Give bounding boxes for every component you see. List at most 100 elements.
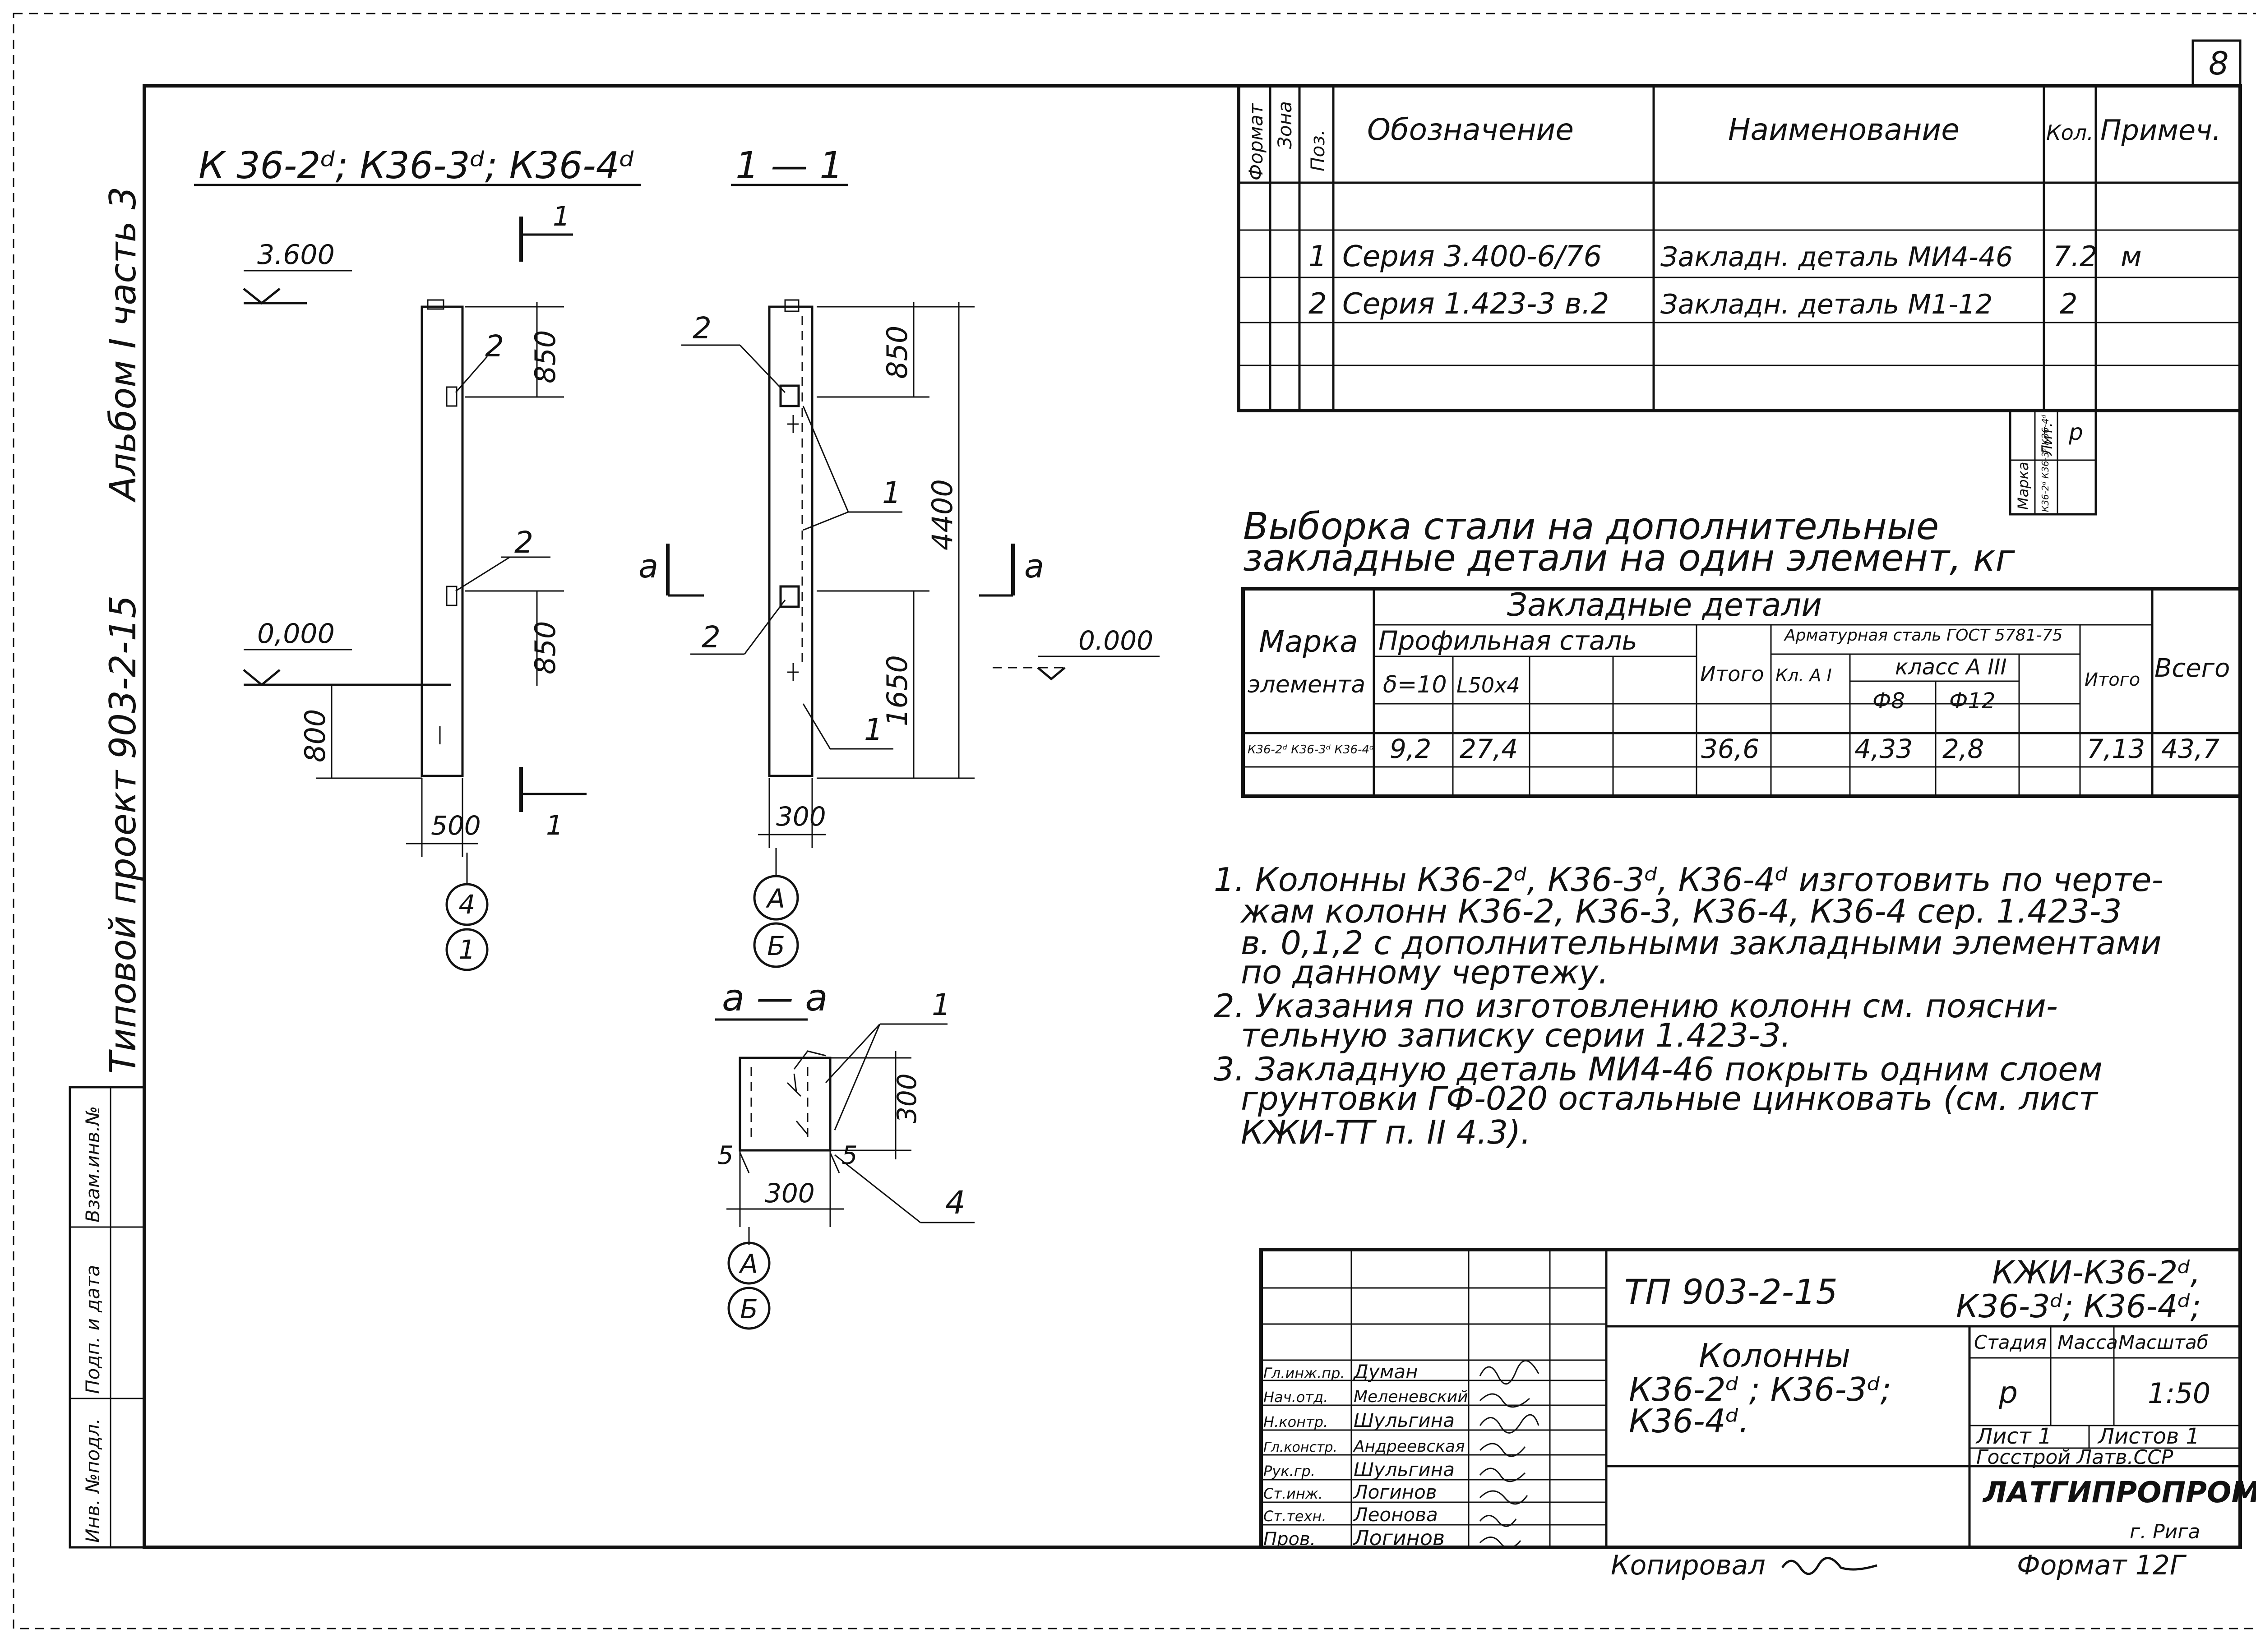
person-4: Андреевская — [1353, 1437, 1465, 1456]
stamp-col-repl: Взам.инв.№ — [82, 1106, 104, 1223]
section-a-a: а — а 1 300 300 5 5 4 А Б — [715, 977, 975, 1330]
mark-box-v1: К36-2ᵈ К36-3ᵈ К36-4ᵈ — [2040, 415, 2051, 512]
dim-300-section: 300 — [776, 801, 826, 832]
steel-h-all: Всего — [2154, 654, 2230, 683]
spec-h-designation: Обозначение — [1367, 112, 1574, 147]
spec-row2-pos: 2 — [1308, 287, 1327, 321]
org-2: ЛАТГИПРОПРОМ — [1982, 1476, 2256, 1509]
scale-header: Масштаб — [2118, 1331, 2209, 1353]
copied-signature — [1781, 1557, 1877, 1575]
notes: 1. Колонны К36-2ᵈ, К36-3ᵈ, К36-4ᵈ изгото… — [1214, 861, 2163, 1151]
steel-row-all: 43,7 — [2161, 734, 2219, 764]
steel-h-profile: Профильная сталь — [1378, 625, 1637, 656]
axis-bubble-A — [753, 875, 799, 921]
person-2: Меленевский — [1354, 1388, 1468, 1406]
person-3: Шульгина — [1354, 1409, 1455, 1431]
steel-table: Выборка стали на дополнительные закладны… — [1241, 505, 2242, 798]
spec-h-pos: Поз. — [1307, 129, 1329, 171]
label-1-c: 1 — [932, 988, 951, 1022]
note-line-8: грунтовки ГФ-020 остальные цинковать (см… — [1241, 1080, 2099, 1117]
title-block: ТП 903-2-15 КЖИ-К36-2ᵈ, К36-3ᵈ; К36-4ᵈ; … — [1259, 1248, 2256, 1550]
axis-B2: Б — [740, 1294, 758, 1324]
dim-800: 800 — [299, 709, 332, 762]
role-7: Ст.техн. — [1263, 1508, 1327, 1525]
stage-header: Стадия — [1974, 1331, 2047, 1353]
label-1-b: 1 — [864, 712, 883, 747]
section-mark-1-bottom: 1 — [546, 810, 563, 841]
spec-row1-designation: Серия 3.400-6/76 — [1342, 240, 1602, 273]
mark-lit-box — [2009, 409, 2097, 516]
elev-3600: 3.600 — [257, 239, 335, 271]
label-1-a: 1 — [882, 475, 901, 510]
note-line-2: жам колонн К36-2, К36-3, К36-4, К36-4 се… — [1240, 892, 2122, 930]
doc-name-2: К36-2ᵈ ; К36-3ᵈ; — [1629, 1371, 1891, 1408]
label-2-a: 2 — [485, 329, 504, 364]
spec-h-format: Формат — [1245, 103, 1267, 180]
steel-h-mark-2: элемента — [1248, 671, 1365, 698]
steel-row-mark: К36-2ᵈ К36-3ᵈ К36-4ᵈ — [1248, 743, 1374, 757]
steel-h-total: Итого — [1700, 662, 1764, 686]
project-label: Типовой проект 903-2-15 — [102, 595, 144, 1074]
spec-row1-pos: 1 — [1308, 240, 1327, 273]
label-2-b: 2 — [514, 525, 533, 560]
spec-row2-name: Закладн. деталь М1-12 — [1660, 289, 1992, 320]
steel-row-total2: 7,13 — [2087, 734, 2145, 764]
spec-h-note: Примеч. — [2100, 114, 2221, 147]
mark-box-v2: р — [2068, 419, 2083, 445]
side-stamp: Инв. №подл. Подп. и дата Взам.инв.№ — [69, 1086, 146, 1549]
elev-0000-right: 0.000 — [1078, 625, 1153, 656]
steel-row-l50: 27,4 — [1460, 734, 1518, 764]
section-mark-a-left: а — [638, 547, 658, 585]
note-line-3: в. 0,1,2 с дополнительными закладными эл… — [1241, 924, 2162, 962]
drawing-frame — [143, 84, 2242, 1549]
spec-row1-note: м — [2121, 240, 2142, 273]
main-title: К 36-2ᵈ; К36-3ᵈ; К36-4ᵈ — [199, 144, 634, 187]
axis-bubble-4 — [445, 883, 489, 926]
role-3: Н.контр. — [1263, 1413, 1328, 1431]
column-section — [768, 305, 814, 777]
steel-row-f12: 2,8 — [1942, 734, 1984, 764]
note-line-9: КЖИ-ТТ п. II 4.3). — [1241, 1113, 1531, 1151]
steel-h-d10: δ=10 — [1383, 671, 1447, 698]
steel-h-f8: Ф8 — [1872, 688, 1905, 714]
dim-5-right: 5 — [841, 1141, 858, 1170]
note-line-7: 3. Закладную деталь МИ4-46 покрыть одним… — [1214, 1050, 2103, 1088]
section-1-1: 1 — 1 2 2 1 1 850 4400 1650 — [638, 144, 1160, 968]
note-line-5: 2. Указания по изготовлению колонн см. п… — [1214, 987, 2058, 1025]
axis-bubble-B — [753, 922, 799, 968]
axis-A: А — [765, 883, 785, 914]
dim-300-vert: 300 — [892, 1073, 922, 1123]
label-4: 4 — [945, 1184, 966, 1221]
axis-A2: А — [738, 1249, 758, 1279]
elevation-view: К 36-2ᵈ; К36-3ᵈ; К36-4ᵈ 1 1 3.600 2 2 85… — [194, 144, 641, 971]
person-8: Логинов — [1353, 1526, 1445, 1550]
axis-bubble-A2 — [727, 1241, 771, 1285]
spec-row2-qty: 2 — [2060, 287, 2077, 320]
steel-h-rebar: Арматурная сталь ГОСТ 5781-75 — [1784, 626, 2062, 645]
dim-1650: 1650 — [881, 655, 914, 726]
dim-4400: 4400 — [926, 479, 959, 550]
section-aa-title: а — а — [722, 977, 828, 1020]
role-2: Нач.отд. — [1263, 1389, 1328, 1406]
signature-scribbles — [1479, 1360, 1539, 1549]
mass-header: Масса — [2057, 1331, 2118, 1353]
column-cross-section — [739, 1057, 832, 1152]
label-2-d: 2 — [702, 620, 721, 655]
spec-h-zone: Зона — [1274, 101, 1296, 149]
stamp-col-sign: Подп. и дата — [82, 1265, 104, 1394]
spec-row1-name: Закладн. деталь МИ4-46 — [1660, 241, 2013, 273]
spec-row2-designation: Серия 1.423-3 в.2 — [1342, 287, 1609, 321]
sheet-number: 8 — [2209, 45, 2229, 82]
steel-h-f12: Ф12 — [1949, 688, 1995, 714]
steel-h-l50: L50х4 — [1456, 673, 1520, 697]
steel-row-d10: 9,2 — [1390, 734, 1431, 764]
spec-h-name: Наименование — [1728, 112, 1960, 147]
axis-bubble-B2 — [727, 1287, 771, 1330]
axis-bubble-1 — [445, 928, 489, 971]
steel-title-1: Выборка стали на дополнительные — [1243, 505, 1939, 548]
person-1: Думан — [1353, 1361, 1418, 1383]
project-code: ТП 903-2-15 — [1624, 1272, 1838, 1312]
spec-row1-qty: 7.2 — [2053, 240, 2098, 273]
mark-box-h2: Лит. — [2039, 422, 2056, 456]
